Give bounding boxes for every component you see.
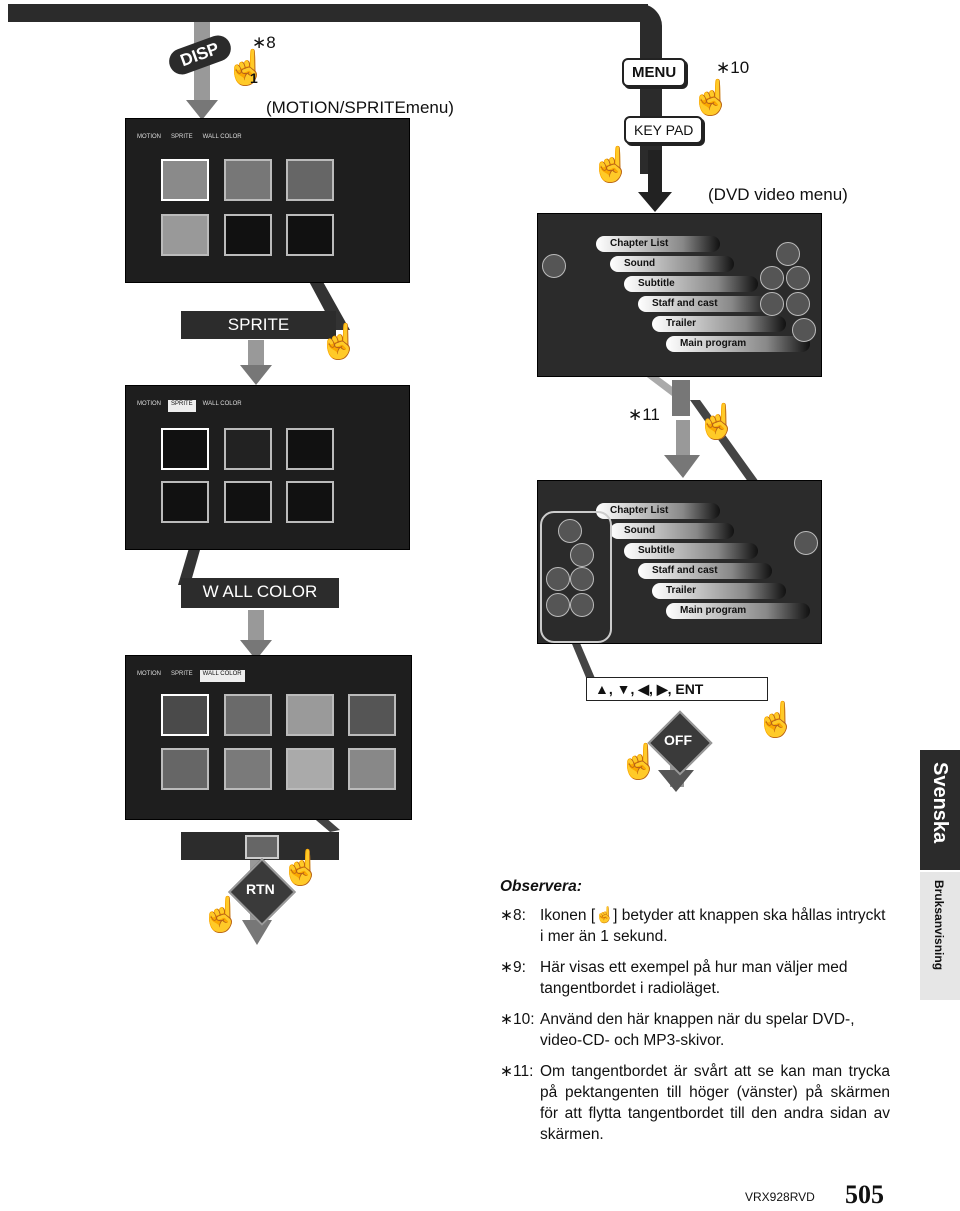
keypad-key[interactable]: [558, 519, 582, 543]
thumb[interactable]: [224, 694, 272, 736]
motion-caption: (MOTION/SPRITEmenu): [266, 98, 454, 117]
thumb[interactable]: [161, 214, 209, 256]
keypad-button[interactable]: KEY PAD: [624, 116, 704, 144]
dvd-menu-item[interactable]: Staff and cast: [638, 563, 772, 579]
note-num: ∗9:: [500, 959, 526, 976]
thumb[interactable]: [348, 694, 396, 736]
press-hand-icon: ☝: [618, 743, 661, 781]
dvd-menu-item[interactable]: Subtitle: [624, 543, 758, 559]
dvd-menu-item[interactable]: Main program: [666, 336, 810, 352]
press-hand-icon: ☝: [225, 49, 268, 87]
dvd-menu-item[interactable]: Trailer: [652, 316, 786, 332]
keypad-key[interactable]: [776, 242, 800, 266]
dvd-menu-screen-keypad-left: Chapter List Sound Subtitle Staff and ca…: [537, 480, 822, 644]
notes-heading: Observera:: [500, 878, 582, 895]
thumb[interactable]: [286, 481, 334, 523]
note-8: ∗8: Ikonen [☝] betyder att knappen ska h…: [500, 905, 890, 947]
hold-digit: 1: [250, 70, 258, 86]
note-num: ∗10:: [500, 1011, 535, 1028]
dvd-menu-item[interactable]: Sound: [610, 256, 734, 272]
press-hand-icon: ☝: [690, 79, 733, 117]
press-hand-icon: ☝: [318, 323, 361, 361]
color-bar: [181, 832, 339, 860]
dvd-menu-item[interactable]: Chapter List: [596, 236, 720, 252]
dvd-caption: (DVD video menu): [708, 185, 848, 204]
manual-label: Bruksanvisning: [932, 880, 946, 971]
thumb[interactable]: [224, 481, 272, 523]
note-ref-8: ∗8: [252, 33, 276, 52]
note-11: ∗11: Om tangentbordet är svårt att se ka…: [500, 1061, 890, 1145]
language-label: Svenska: [929, 762, 951, 844]
keypad-frame: [540, 511, 612, 643]
keypad-key[interactable]: [546, 593, 570, 617]
thumb[interactable]: [348, 748, 396, 790]
dvd-menu-item[interactable]: Chapter List: [596, 503, 720, 519]
keypad-key[interactable]: [546, 567, 570, 591]
keypad-key[interactable]: [760, 292, 784, 316]
press-hand-icon: ☝: [590, 146, 633, 184]
thumb[interactable]: [161, 159, 209, 201]
page-number: 505: [845, 1180, 884, 1209]
thumb[interactable]: [161, 694, 209, 736]
keypad-key[interactable]: [570, 567, 594, 591]
keypad-key[interactable]: [786, 266, 810, 290]
color-swatch[interactable]: [245, 835, 279, 859]
thumb[interactable]: [286, 428, 334, 470]
note-10: ∗10: Använd den här knappen när du spela…: [500, 1009, 890, 1051]
note-text: Om tangentbordet är svårt att se kan man…: [540, 1063, 890, 1143]
thumb[interactable]: [286, 159, 334, 201]
dvd-menu-item[interactable]: Main program: [666, 603, 810, 619]
keypad-handle[interactable]: [542, 254, 566, 278]
thumb[interactable]: [286, 214, 334, 256]
model-number: VRX928RVD: [745, 1190, 815, 1204]
thumb[interactable]: [161, 481, 209, 523]
notes: Observera: ∗8: Ikonen [☝] betyder att kn…: [500, 876, 890, 1155]
thumb[interactable]: [286, 694, 334, 736]
dvd-menu-item[interactable]: Subtitle: [624, 276, 758, 292]
note-text: Ikonen [☝] betyder att knappen ska hålla…: [540, 907, 886, 945]
thumb[interactable]: [286, 748, 334, 790]
side-touch-key[interactable]: [672, 380, 690, 416]
dvd-menu-item[interactable]: Staff and cast: [638, 296, 772, 312]
note-num: ∗11:: [500, 1063, 534, 1080]
dvd-menu-item[interactable]: Trailer: [652, 583, 786, 599]
dvd-menu-screen: Chapter List Sound Subtitle Staff and ca…: [537, 213, 822, 377]
thumb[interactable]: [161, 748, 209, 790]
press-hand-icon: ☝: [200, 896, 243, 934]
note-text: Använd den här knappen när du spelar DVD…: [540, 1011, 855, 1049]
press-hand-icon: ☝: [696, 403, 739, 441]
wall-color-button[interactable]: W ALL COLOR: [181, 578, 339, 608]
thumb[interactable]: [224, 214, 272, 256]
keypad-key[interactable]: [786, 292, 810, 316]
manual-tab: Bruksanvisning: [920, 872, 960, 1000]
keypad-key[interactable]: [570, 593, 594, 617]
thumb[interactable]: [161, 428, 209, 470]
thumb[interactable]: [224, 159, 272, 201]
note-9: ∗9: Här visas ett exempel på hur man väl…: [500, 957, 890, 999]
sprite-button[interactable]: SPRITE: [181, 311, 336, 339]
language-tab: Svenska: [920, 750, 960, 870]
press-hand-icon: ☝: [280, 849, 323, 887]
note-num: ∗8:: [500, 907, 526, 924]
hand-hold-icon: ☝: [595, 907, 615, 924]
keypad-key[interactable]: [792, 318, 816, 342]
keypad-key[interactable]: [760, 266, 784, 290]
cursor-keys[interactable]: ▲, ▼, ◀, ▶, ENT: [586, 677, 768, 701]
rtn-button[interactable]: RTN: [246, 881, 275, 897]
top-rule: [8, 4, 648, 22]
thumb[interactable]: [224, 428, 272, 470]
menu-button[interactable]: MENU: [622, 58, 687, 87]
press-hand-icon: ☝: [755, 701, 798, 739]
off-button[interactable]: OFF: [664, 732, 692, 748]
thumb[interactable]: [224, 748, 272, 790]
note-text: Här visas ett exempel på hur man väljer …: [540, 959, 848, 997]
dvd-menu-item[interactable]: Sound: [610, 523, 734, 539]
keypad-key[interactable]: [570, 543, 594, 567]
note-ref-11: ∗11: [628, 405, 660, 424]
keypad-handle[interactable]: [794, 531, 818, 555]
note-ref-10: ∗10: [716, 58, 750, 77]
